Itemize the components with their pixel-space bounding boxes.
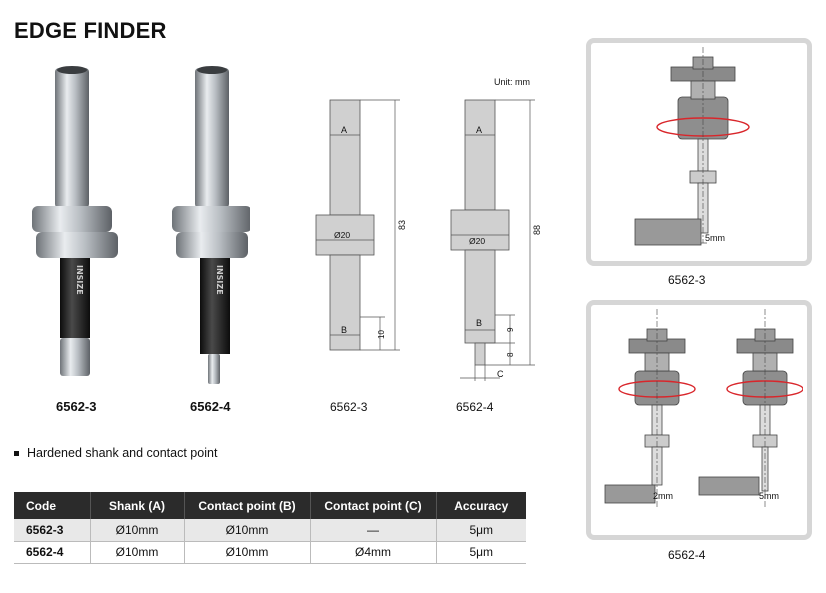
svg-text:INSIZE: INSIZE [75, 265, 84, 295]
drawing2-C: C [497, 369, 504, 379]
th-accuracy: Accuracy [436, 492, 526, 519]
usage-panel-6562-3: 5mm [586, 38, 812, 266]
svg-text:INSIZE: INSIZE [215, 265, 224, 295]
drawing2-c-len: 8 [506, 352, 515, 357]
cell-contact-c: — [310, 519, 437, 542]
cell-accuracy: 5μm [436, 541, 526, 564]
cell-shank: Ø10mm [90, 541, 185, 564]
drawing-label-6562-3: 6562-3 [330, 400, 368, 414]
photo-label-6562-4: 6562-4 [190, 399, 231, 414]
cell-shank: Ø10mm [90, 519, 185, 542]
panel-label-6562-4: 6562-4 [668, 548, 706, 562]
drawing2-total: 88 [532, 225, 542, 235]
drawing-6562-3 [315, 99, 375, 351]
drawing2-A: A [476, 125, 482, 135]
th-code: Code [14, 492, 91, 519]
page-title: EDGE FINDER [14, 18, 167, 43]
photo-6562-4: INSIZE [172, 66, 250, 384]
cell-code: 6562-3 [14, 519, 91, 542]
usage-panel-6562-4: 2mm 5mm [586, 300, 812, 540]
spec-table: Code Shank (A) Contact point (B) Contact… [14, 492, 526, 564]
table-row: 6562-3 Ø10mm Ø10mm — 5μm [14, 519, 526, 542]
drawing2-B: B [476, 318, 482, 328]
drawing2-dia: Ø20 [469, 236, 485, 246]
table-row: 6562-4 Ø10mm Ø10mm Ø4mm 5μm [14, 541, 526, 564]
drawing1-lower: 10 [377, 330, 386, 339]
technical-drawings: A B Ø20 83 10 A B Ø20 88 9 8 C [315, 99, 542, 381]
drawing-label-6562-4: 6562-4 [456, 400, 494, 414]
table-header-row: Code Shank (A) Contact point (B) Contact… [14, 492, 526, 519]
bullet-icon [14, 450, 19, 456]
cell-contact-b: Ø10mm [184, 541, 311, 564]
drawing1-dia: Ø20 [334, 230, 350, 240]
cell-contact-b: Ø10mm [184, 519, 311, 542]
product-photos: INSIZE INSIZE [32, 66, 250, 384]
cell-code: 6562-4 [14, 541, 91, 564]
drawing1-A: A [341, 125, 347, 135]
drawing1-total: 83 [397, 220, 407, 230]
feature-text: Hardened shank and contact point [27, 446, 218, 460]
drawing1-B: B [341, 325, 347, 335]
feature-bullet: Hardened shank and contact point [14, 446, 217, 460]
panel2-dim-left: 2mm [653, 491, 673, 501]
cell-contact-c: Ø4mm [310, 541, 437, 564]
photo-label-6562-3: 6562-3 [56, 399, 97, 414]
th-shank: Shank (A) [90, 492, 185, 519]
panel2-dim-right: 5mm [759, 491, 779, 501]
drawing-6562-4 [450, 99, 510, 366]
th-contact-b: Contact point (B) [184, 492, 311, 519]
panel-label-6562-3: 6562-3 [668, 273, 706, 287]
panel1-dim: 5mm [705, 233, 725, 243]
photo-6562-3: INSIZE [32, 66, 118, 376]
drawing2-b: 9 [506, 327, 515, 332]
th-contact-c: Contact point (C) [310, 492, 437, 519]
unit-label: Unit: mm [494, 77, 530, 87]
cell-accuracy: 5μm [436, 519, 526, 542]
